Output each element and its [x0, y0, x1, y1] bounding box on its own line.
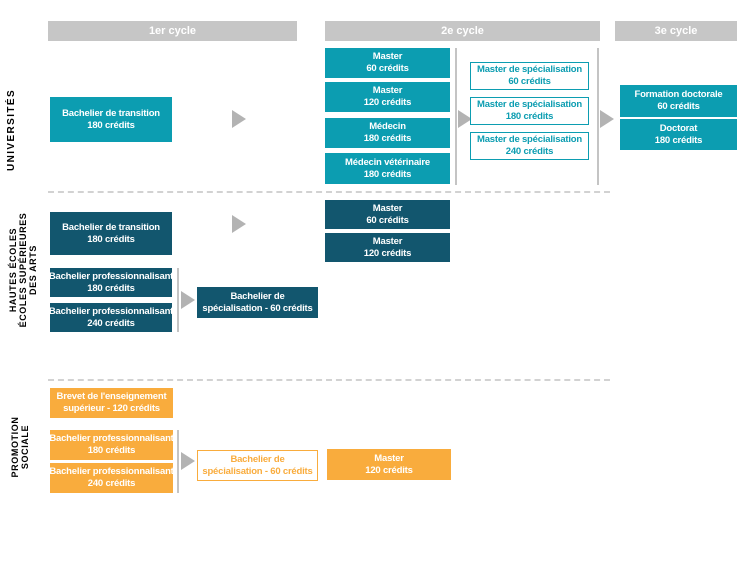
section-label-promotion-sociale: PROMOTION SOCIALE	[10, 417, 30, 478]
box-univ-master-specialisation-240: Master de spécialisation 240 crédits	[470, 132, 589, 160]
box-label-line: Master	[372, 85, 403, 96]
box-label-line: 180 crédits	[654, 134, 703, 146]
box-ps-bachelier-specialisation: Bachelier de spécialisation - 60 crédits	[197, 450, 318, 481]
box-label-line: 60 crédits	[366, 214, 409, 226]
box-label-line: 240 crédits	[505, 146, 554, 157]
box-univ-doctorat: Doctorat 180 crédits	[620, 119, 737, 150]
arrow-right-icon	[600, 110, 614, 128]
box-label-line: 180 crédits	[505, 111, 554, 122]
box-label-line: Bachelier professionnalisant	[49, 466, 174, 477]
header-1er-cycle: 1er cycle	[48, 21, 297, 41]
box-ps-master-120: Master 120 crédits	[327, 449, 451, 480]
box-label-line: 180 crédits	[87, 119, 135, 131]
box-label-line: Master de spécialisation	[476, 134, 583, 145]
box-label-line: Formation doctorale	[634, 89, 723, 100]
label-line: ÉCOLES SUPÉRIEURES	[18, 212, 28, 328]
arrow-right-icon	[181, 291, 195, 309]
box-label-line: 180 crédits	[363, 168, 412, 180]
box-label-line: 120 crédits	[363, 247, 412, 259]
box-label-line: 180 crédits	[87, 282, 135, 294]
box-he-bachelier-transition: Bachelier de transition 180 crédits	[50, 212, 172, 255]
divider-line	[597, 48, 599, 185]
arrow-right-icon	[181, 452, 195, 470]
section-divider-dashed	[48, 379, 610, 381]
box-label-line: Médecin	[369, 121, 406, 132]
box-label-line: 120 crédits	[363, 97, 412, 108]
box-he-master-60: Master 60 crédits	[325, 200, 450, 229]
box-univ-master-specialisation-60: Master de spécialisation 60 crédits	[470, 62, 589, 90]
box-label-line: Doctorat	[659, 122, 698, 134]
box-label-line: Bachelier professionnalisant	[48, 270, 174, 282]
box-label-line: spécialisation - 60 crédits	[202, 465, 313, 477]
box-label-line: Master	[374, 452, 404, 464]
section-label-hautes-ecoles: HAUTES ÉCOLES ÉCOLES SUPÉRIEURES DES ART…	[8, 213, 38, 328]
box-univ-bachelier-transition: Bachelier de transition 180 crédits	[50, 97, 172, 142]
section-label-universites: UNIVERSITÉS	[6, 88, 17, 172]
box-univ-formation-doctorale: Formation doctorale 60 crédits	[620, 85, 737, 117]
box-label-line: Bachelier professionnalisant	[48, 305, 174, 317]
box-label-line: 120 crédits	[365, 464, 413, 476]
box-label-line: 60 crédits	[657, 101, 700, 112]
box-univ-master-60: Master 60 crédits	[325, 48, 450, 78]
box-he-bachelier-specialisation: Bachelier de spécialisation - 60 crédits	[197, 287, 318, 318]
box-label-line: Master	[372, 51, 403, 62]
arrow-right-icon	[232, 110, 246, 128]
box-label-line: Brevet de l'enseignement	[56, 391, 167, 402]
box-label-line: Bachelier de	[230, 290, 285, 302]
box-univ-medecin-veterinaire: Médecin vétérinaire 180 crédits	[325, 153, 450, 184]
divider-line	[177, 430, 179, 493]
box-label-line: Master de spécialisation	[476, 64, 583, 75]
box-label-line: Bachelier de transition	[62, 221, 160, 233]
box-label-line: 180 crédits	[87, 233, 135, 245]
box-label-line: 60 crédits	[508, 76, 551, 87]
label-line: SOCIALE	[20, 424, 30, 470]
box-label-line: Master	[372, 202, 403, 214]
label-line: PROMOTION	[10, 416, 20, 478]
box-label-line: Bachelier de	[230, 453, 285, 465]
box-label-line: 240 crédits	[87, 478, 136, 489]
box-label-line: spécialisation - 60 crédits	[202, 302, 313, 314]
arrow-right-icon	[458, 110, 472, 128]
box-univ-master-specialisation-180: Master de spécialisation 180 crédits	[470, 97, 589, 125]
box-label-line: 180 crédits	[363, 133, 412, 144]
divider-line	[177, 268, 179, 332]
box-ps-brevet-enseignement-superieur: Brevet de l'enseignement supérieur - 120…	[50, 388, 173, 418]
arrow-right-icon	[232, 215, 246, 233]
header-3e-cycle: 3e cycle	[615, 21, 737, 41]
box-ps-bachelier-professionnalisant-180: Bachelier professionnalisant 180 crédits	[49, 430, 174, 460]
header-2e-cycle: 2e cycle	[325, 21, 600, 41]
box-univ-medecin: Médecin 180 crédits	[325, 118, 450, 148]
box-label-line: Master	[372, 235, 403, 247]
box-univ-master-120: Master 120 crédits	[325, 82, 450, 112]
box-label-line: Master de spécialisation	[476, 99, 583, 110]
divider-line	[455, 48, 457, 185]
box-label-line: Médecin vétérinaire	[345, 156, 430, 168]
box-label-line: Bachelier professionnalisant	[49, 433, 174, 444]
box-he-bachelier-professionnalisant-240: Bachelier professionnalisant 240 crédits	[48, 303, 174, 332]
box-label-line: 180 crédits	[87, 445, 136, 456]
label-line: DES ARTS	[28, 245, 38, 295]
box-label-line: 60 crédits	[366, 63, 409, 74]
label-line: HAUTES ÉCOLES	[8, 227, 18, 313]
section-divider-dashed	[48, 191, 610, 193]
box-he-master-120: Master 120 crédits	[325, 233, 450, 262]
box-he-bachelier-professionnalisant-180: Bachelier professionnalisant 180 crédits	[48, 268, 174, 297]
box-label-line: 240 crédits	[87, 317, 135, 329]
box-ps-bachelier-professionnalisant-240: Bachelier professionnalisant 240 crédits	[49, 463, 174, 493]
box-label-line: supérieur - 120 crédits	[63, 403, 160, 414]
box-label-line: Bachelier de transition	[62, 107, 160, 119]
